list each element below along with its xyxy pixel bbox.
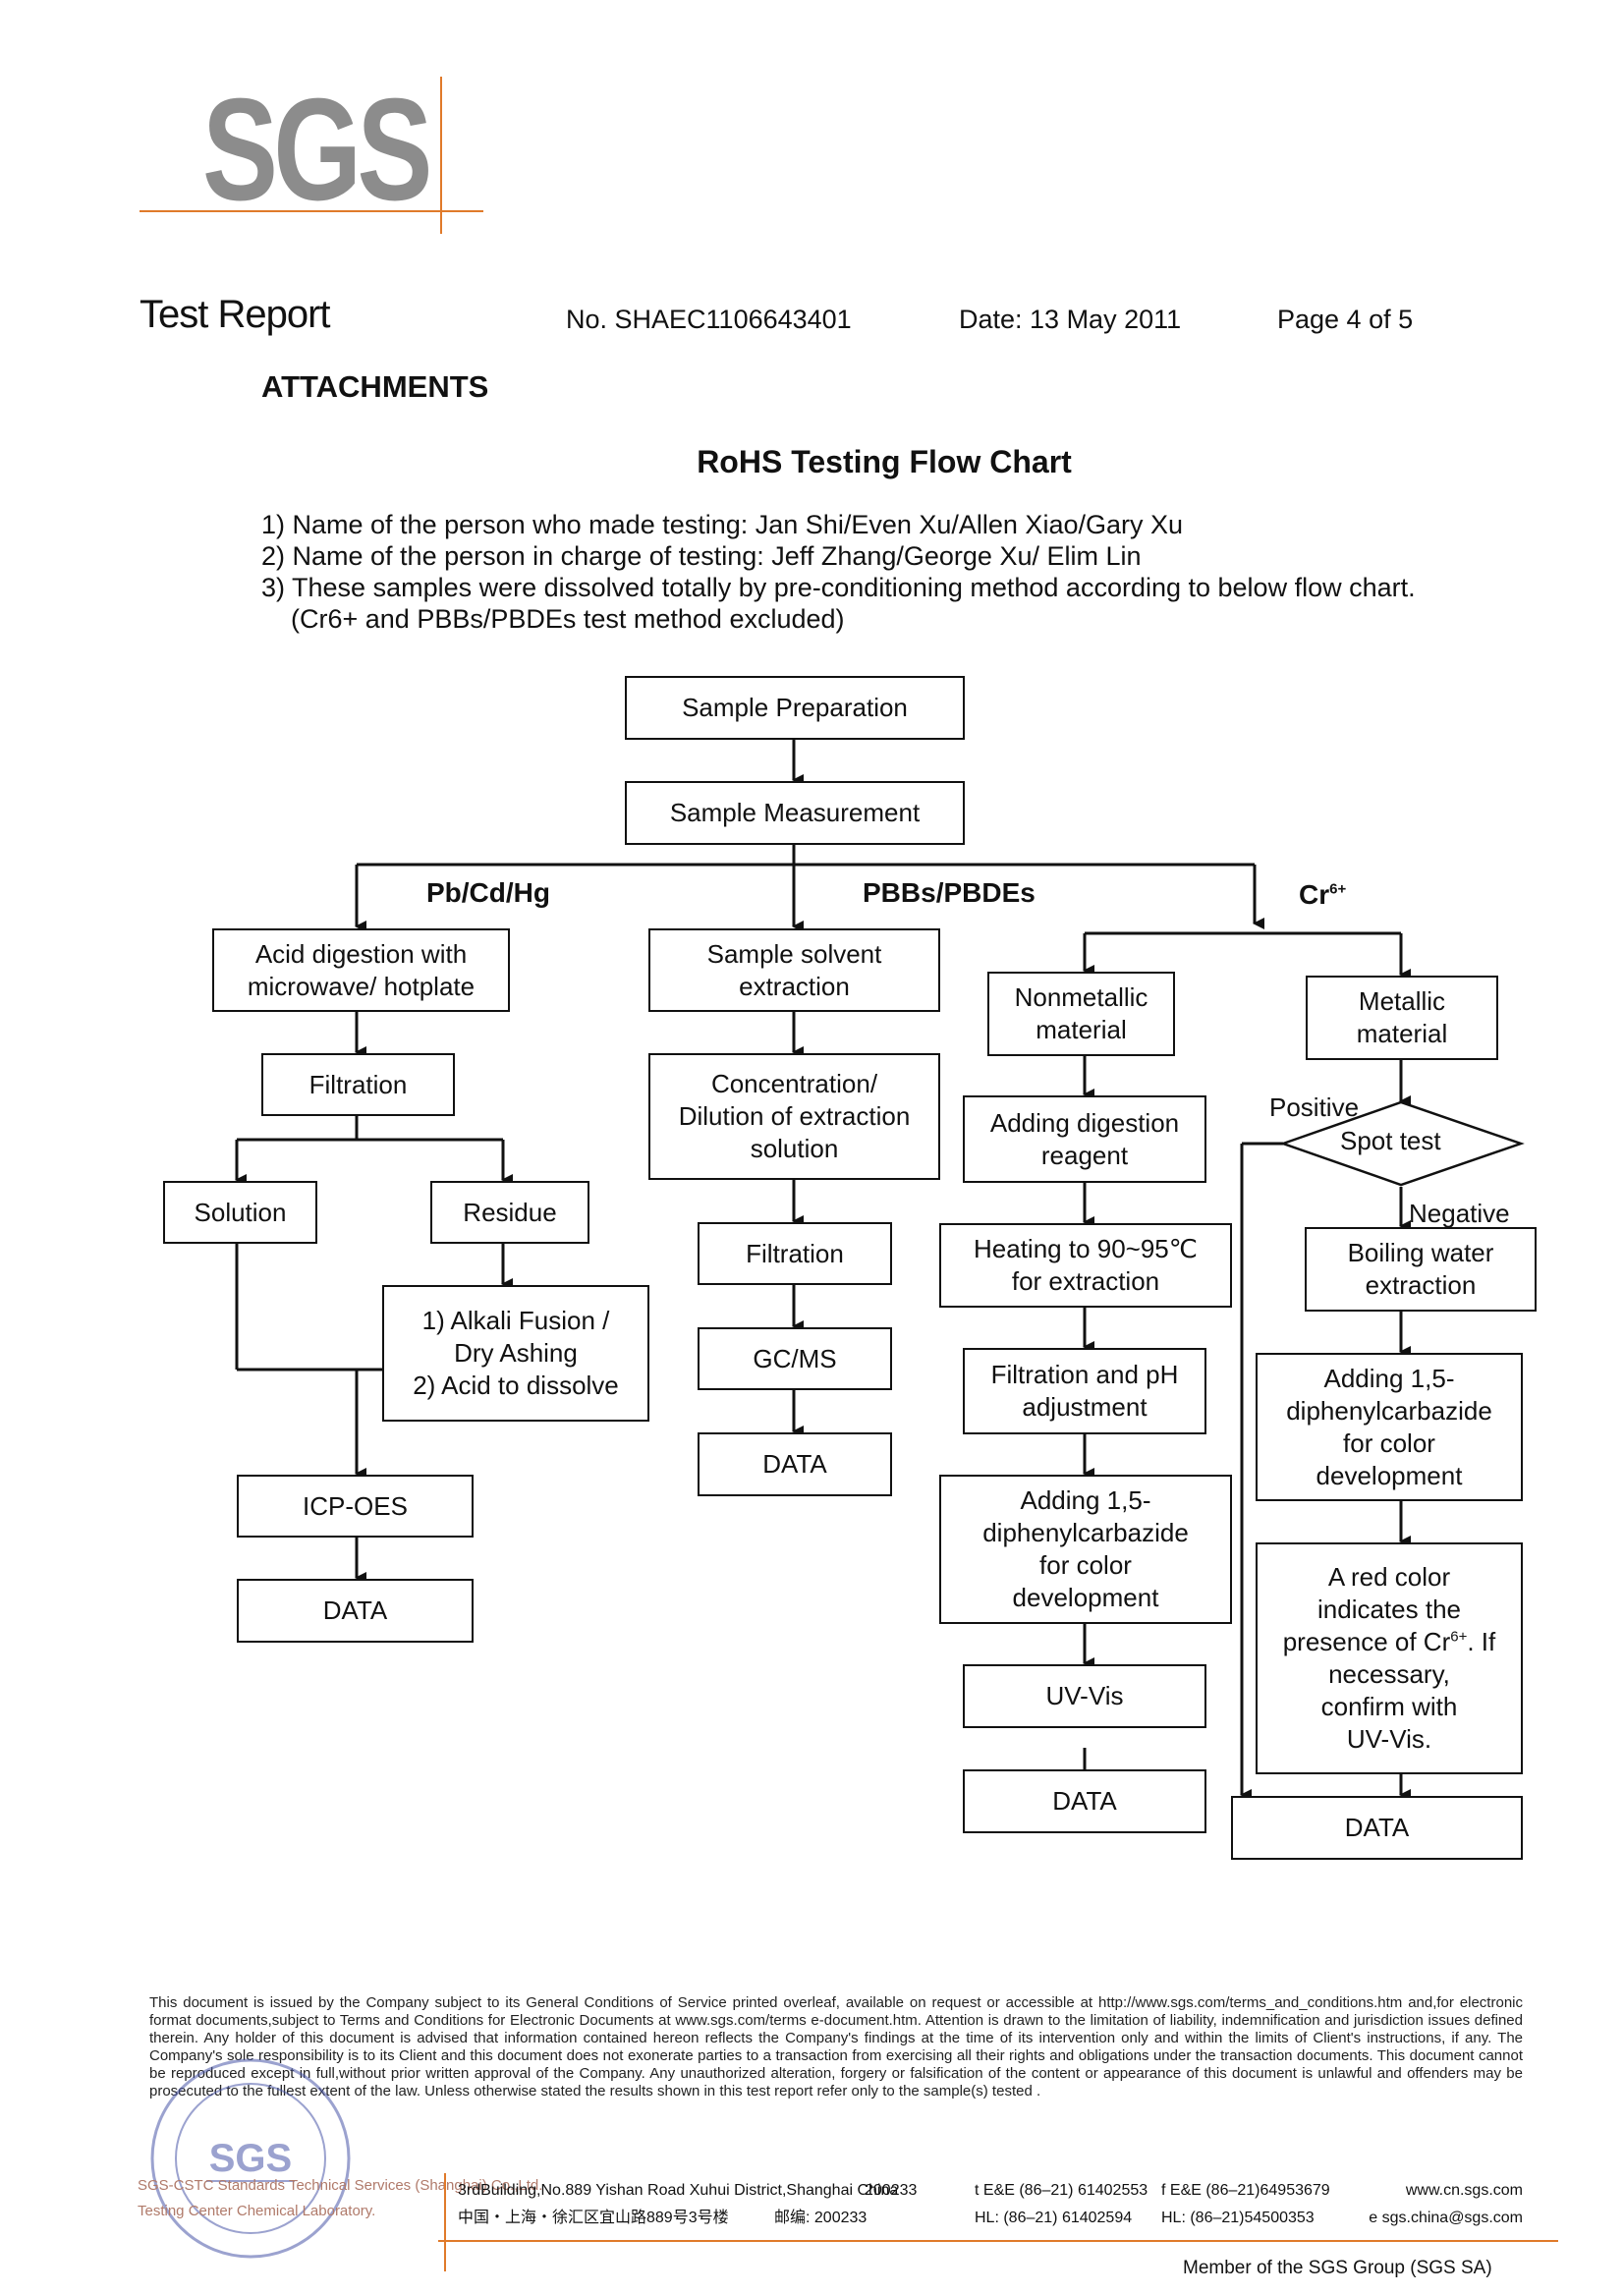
sgs-logo-text: SGS bbox=[202, 69, 432, 231]
heating-box: Heating to 90~95℃ for extraction bbox=[939, 1223, 1232, 1308]
zip-english: 200233 bbox=[865, 2182, 918, 2199]
red-color-text-a: A red color indicates the presence of Cr bbox=[1282, 1562, 1461, 1656]
red-color-text: A red color indicates the presence of Cr… bbox=[1283, 1561, 1496, 1756]
report-title: Test Report bbox=[140, 293, 331, 336]
nonmetallic-material-box: Nonmetallic material bbox=[987, 972, 1175, 1056]
sgs-group-member: Member of the SGS Group (SGS SA) bbox=[1183, 2258, 1492, 2278]
filtration-ph-box: Filtration and pH adjustment bbox=[963, 1348, 1206, 1434]
svg-text:SGS: SGS bbox=[209, 2137, 292, 2180]
postal-code: 200233 邮编: 200233 bbox=[774, 2177, 918, 2232]
solution-box: Solution bbox=[163, 1181, 317, 1244]
company-name: SGS-CSTC Standards Technical Services (S… bbox=[138, 2173, 542, 2224]
cr-superscript: 6+ bbox=[1329, 880, 1347, 898]
note-line: 2) Name of the person in charge of testi… bbox=[261, 541, 1142, 571]
diphenylcarbazide-box-metallic: Adding 1,5- diphenylcarbazide for color … bbox=[1256, 1353, 1523, 1501]
company-lab-line: Testing Center Chemical Laboratory. bbox=[138, 2203, 376, 2219]
cr-text: Cr bbox=[1299, 879, 1330, 910]
filtration-box-middle: Filtration bbox=[698, 1222, 892, 1285]
spot-test-label: Spot test bbox=[1340, 1126, 1441, 1155]
acid-digestion-box: Acid digestion with microwave/ hotplate bbox=[212, 928, 510, 1012]
uv-vis-box: UV-Vis bbox=[963, 1664, 1206, 1728]
positive-label: Positive bbox=[1269, 1092, 1360, 1122]
residue-box: Residue bbox=[430, 1181, 589, 1244]
solvent-extraction-box: Sample solvent extraction bbox=[648, 928, 940, 1012]
telephone-ee: t E&E (86–21) 61402553 bbox=[975, 2182, 1148, 2199]
data-box-left: DATA bbox=[237, 1579, 474, 1643]
red-color-box: A red color indicates the presence of Cr… bbox=[1256, 1542, 1523, 1774]
telephone-numbers: t E&E (86–21) 61402553 HL: (86–21) 61402… bbox=[975, 2177, 1148, 2232]
fax-hl: HL: (86–21)54500353 bbox=[1161, 2210, 1315, 2226]
flow-chart-title: RoHS Testing Flow Chart bbox=[697, 444, 1072, 479]
diphenylcarbazide-box-nonmetallic: Adding 1,5- diphenylcarbazide for color … bbox=[939, 1475, 1232, 1624]
company-address: 3rdBuilding,No.889 Yishan Road Xuhui Dis… bbox=[458, 2177, 898, 2232]
note-line: 3) These samples were dissolved totally … bbox=[261, 573, 1416, 602]
testing-notes: 1) Name of the person who made testing: … bbox=[261, 509, 1416, 635]
red-color-superscript: 6+ bbox=[1450, 1628, 1468, 1646]
alkali-fusion-box: 1) Alkali Fusion / Dry Ashing 2) Acid to… bbox=[382, 1285, 649, 1422]
telephone-hl: HL: (86–21) 61402594 bbox=[975, 2210, 1133, 2226]
note-line: 1) Name of the person who made testing: … bbox=[261, 510, 1184, 539]
address-english: 3rdBuilding,No.889 Yishan Road Xuhui Dis… bbox=[458, 2182, 899, 2199]
footer-horizontal-rule bbox=[438, 2240, 1558, 2242]
branch-label-pbbs-pbdes: PBBs/PBDEs bbox=[863, 877, 1036, 908]
boiling-water-box: Boiling water extraction bbox=[1305, 1227, 1537, 1312]
negative-label: Negative bbox=[1409, 1199, 1510, 1228]
icp-oes-box: ICP-OES bbox=[237, 1475, 474, 1538]
data-box-middle: DATA bbox=[698, 1432, 892, 1496]
page-number: Page 4 of 5 bbox=[1277, 305, 1414, 334]
branch-label-pbcdhg: Pb/Cd/Hg bbox=[426, 877, 550, 908]
red-color-text-b: . If necessary, confirm with UV-Vis. bbox=[1320, 1627, 1496, 1754]
concentration-box: Concentration/ Dilution of extraction so… bbox=[648, 1053, 940, 1180]
fax-ee: f E&E (86–21)64953679 bbox=[1161, 2182, 1330, 2199]
filtration-box-left: Filtration bbox=[261, 1053, 455, 1116]
logo-underline bbox=[140, 210, 483, 212]
branch-label-cr6: Cr6+ bbox=[1299, 879, 1346, 911]
legal-disclaimer: This document is issued by the Company s… bbox=[149, 1994, 1523, 2099]
attachments-heading: ATTACHMENTS bbox=[261, 369, 489, 404]
address-chinese: 中国・上海・徐汇区宜山路889号3号楼 bbox=[458, 2210, 729, 2226]
note-line: (Cr6+ and PBBs/PBDEs test method exclude… bbox=[291, 604, 845, 634]
web-contact: www.cn.sgs.com e sgs.china@sgs.com bbox=[1364, 2177, 1523, 2232]
footer-vertical-rule bbox=[444, 2173, 446, 2271]
fax-numbers: f E&E (86–21)64953679 HL: (86–21)5450035… bbox=[1161, 2177, 1330, 2232]
sample-preparation-box: Sample Preparation bbox=[625, 676, 965, 740]
zip-chinese: 邮编: 200233 bbox=[774, 2210, 868, 2226]
company-name-line: SGS-CSTC Standards Technical Services (S… bbox=[138, 2177, 543, 2194]
adding-digestion-box: Adding digestion reagent bbox=[963, 1095, 1206, 1183]
data-box-nonmetallic: DATA bbox=[963, 1769, 1206, 1833]
data-box-metallic: DATA bbox=[1231, 1796, 1523, 1860]
metallic-material-box: Metallic material bbox=[1306, 976, 1498, 1060]
report-date: Date: 13 May 2011 bbox=[959, 305, 1182, 334]
report-number: No. SHAEC1106643401 bbox=[566, 305, 852, 334]
company-seal-stamp: SGS bbox=[150, 2058, 351, 2259]
sample-measurement-box: Sample Measurement bbox=[625, 781, 965, 845]
logo-vertical-rule bbox=[440, 77, 442, 234]
email-link[interactable]: e sgs.china@sgs.com bbox=[1369, 2210, 1523, 2226]
sgs-logo: SGS bbox=[140, 77, 483, 224]
gcms-box: GC/MS bbox=[698, 1327, 892, 1390]
website-link[interactable]: www.cn.sgs.com bbox=[1405, 2182, 1523, 2199]
